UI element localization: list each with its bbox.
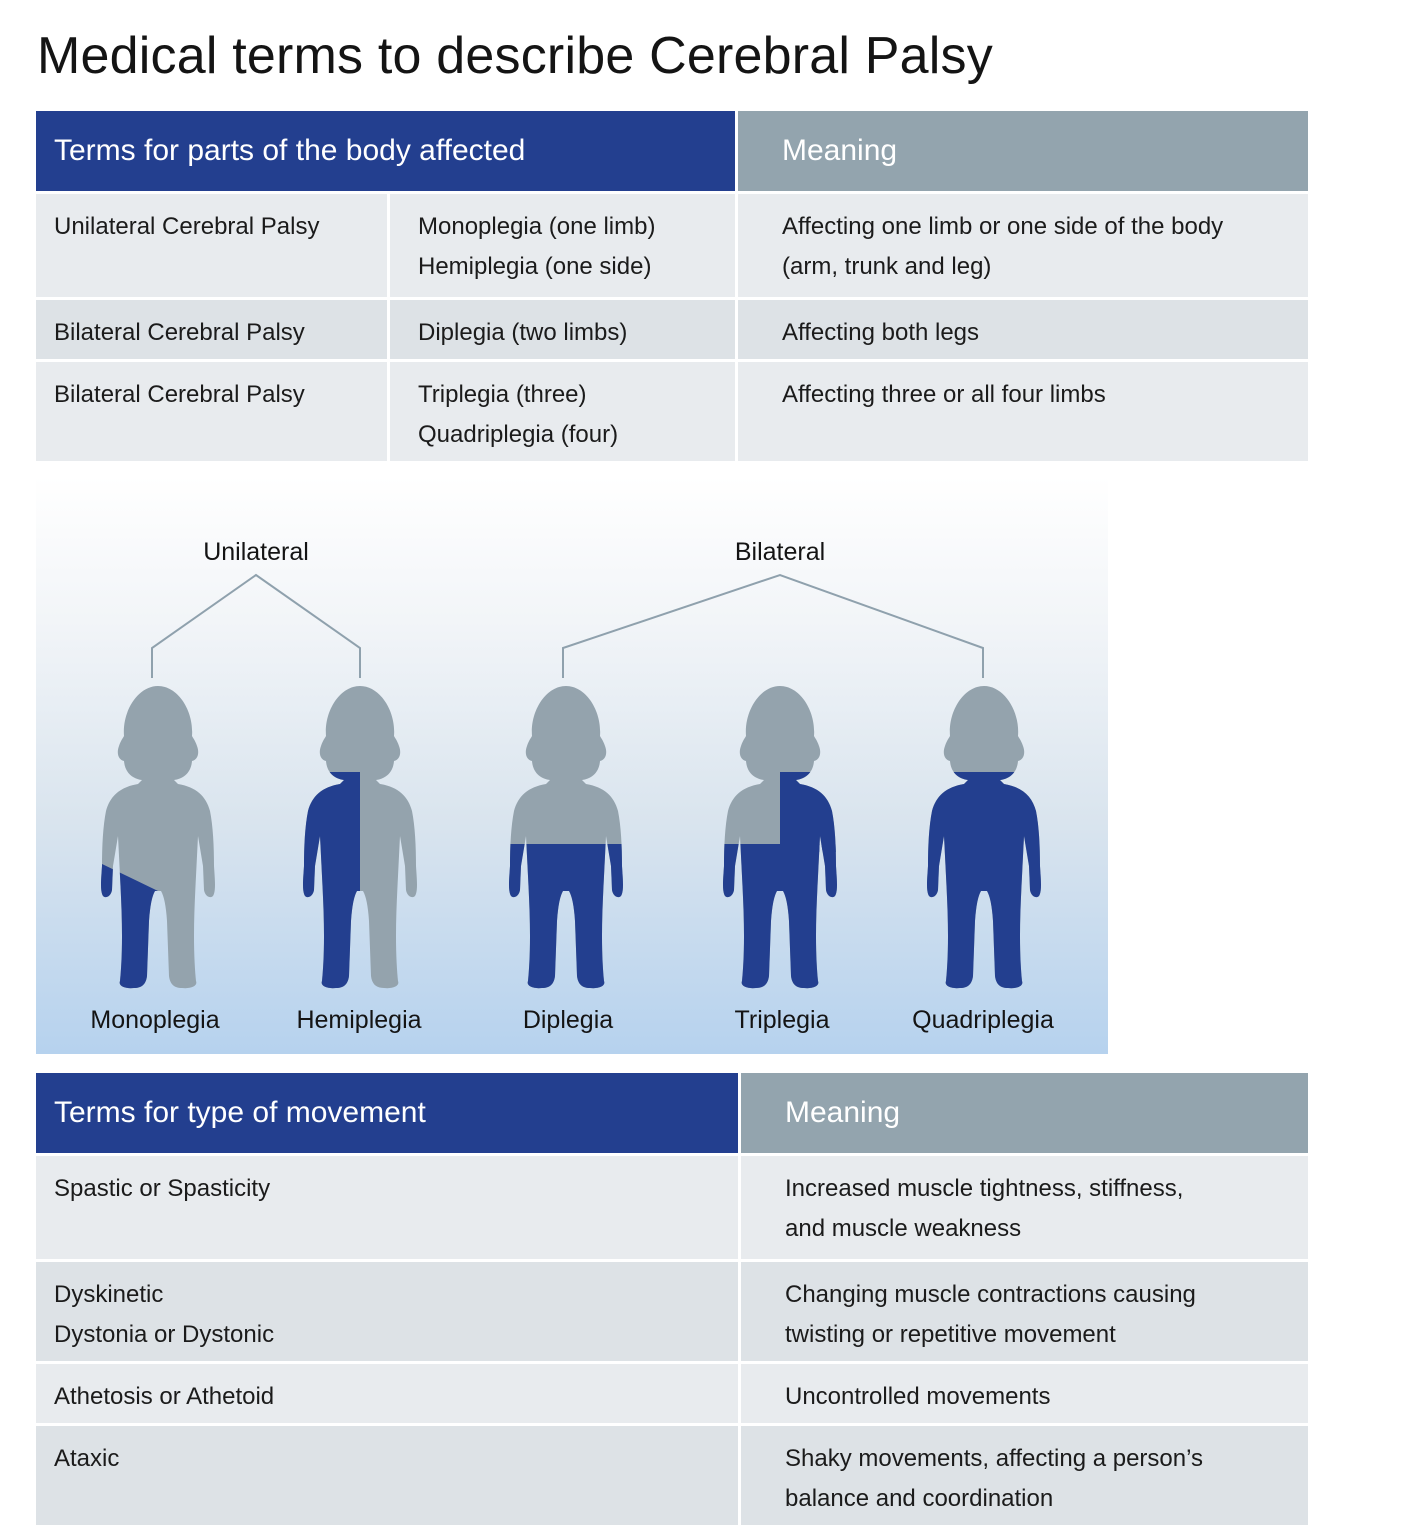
triplegia-figure [723,686,837,989]
cp-type-text: Unilateral Cerebral Palsy [54,213,320,240]
table-row: Ataxic Shaky movements, affecting a pers… [36,1426,1308,1525]
term-text: Quadriplegia (four) [418,421,619,448]
meaning-text: Affecting three or all four limbs [782,381,1106,408]
cp-type-cell: Unilateral Cerebral Palsy [36,194,387,297]
table-row: Bilateral Cerebral Palsy Diplegia (two l… [36,300,1308,359]
meaning-cell: Affecting both legs [738,300,1308,359]
movement-header-terms: Terms for type of movement [36,1073,738,1153]
meaning-cell: Affecting three or all four limbs [738,362,1308,461]
meaning-cell: Increased muscle tightness, stiffness, a… [741,1156,1308,1259]
figure-label-triplegia: Triplegia [734,1006,830,1034]
hemiplegia-figure [303,686,417,989]
movement-term-text: Ataxic [54,1445,120,1472]
meaning-text: Affecting one limb or one side of the bo… [782,213,1224,240]
quadriplegia-figure [927,686,1041,989]
body-figures-illustration: Unilateral Bilateral Monoplegia Hemipleg… [36,476,1108,1054]
meaning-cell: Shaky movements, affecting a person’s ba… [741,1426,1308,1525]
table-row: Spastic or Spasticity Increased muscle t… [36,1156,1308,1259]
figures-svg [101,573,1041,989]
table-row: Athetosis or Athetoid Uncontrolled movem… [36,1364,1308,1423]
terms-cell: Monoplegia (one limb) Hemiplegia (one si… [390,194,735,297]
terms-cell: Diplegia (two limbs) [390,300,735,359]
cp-type-text: Bilateral Cerebral Palsy [54,319,305,346]
diplegia-figure [509,686,623,989]
meaning-cell: Affecting one limb or one side of the bo… [738,194,1308,297]
body-parts-table-header: Terms for parts of the body affected Mea… [36,111,1308,191]
movement-term-cell: Spastic or Spasticity [36,1156,738,1259]
term-text: Triplegia (three) [418,381,587,408]
figure-label-quadriplegia: Quadriplegia [912,1006,1054,1034]
cp-type-text: Bilateral Cerebral Palsy [54,381,305,408]
movement-term-cell: Dyskinetic Dystonia or Dystonic [36,1262,738,1361]
movement-term-text: Spastic or Spasticity [54,1175,271,1202]
body-parts-header-terms: Terms for parts of the body affected [36,111,735,191]
unilateral-connector [151,573,361,678]
movement-term-text: Dyskinetic [54,1281,164,1308]
term-text: Monoplegia (one limb) [418,213,656,240]
page-title: Medical terms to describe Cerebral Palsy [37,27,993,85]
movement-term-cell: Ataxic [36,1426,738,1525]
meaning-text: twisting or repetitive movement [785,1321,1116,1348]
meaning-text: Changing muscle contractions causing [785,1281,1196,1308]
movement-header-meaning: Meaning [741,1073,1308,1153]
movement-term-text: Dystonia or Dystonic [54,1321,275,1348]
bilateral-connector [562,573,984,678]
body-parts-header-meaning: Meaning [738,111,1308,191]
table-row: Dyskinetic Dystonia or Dystonic Changing… [36,1262,1308,1361]
group-label-unilateral: Unilateral [203,538,309,566]
body-parts-table: Terms for parts of the body affected Mea… [36,111,1308,461]
meaning-text: balance and coordination [785,1485,1054,1512]
figure-label-monoplegia: Monoplegia [90,1006,220,1034]
meaning-cell: Changing muscle contractions causing twi… [741,1262,1308,1361]
table-row: Unilateral Cerebral Palsy Monoplegia (on… [36,194,1308,297]
meaning-text: Affecting both legs [782,319,980,346]
monoplegia-figure [101,686,215,989]
figure-label-diplegia: Diplegia [522,1006,614,1034]
meaning-text: Increased muscle tightness, stiffness, [785,1175,1184,1202]
meaning-text: Uncontrolled movements [785,1383,1051,1410]
connector-lines [151,573,984,678]
meaning-text: Shaky movements, affecting a person’s [785,1445,1204,1472]
cp-type-cell: Bilateral Cerebral Palsy [36,362,387,461]
movement-table: Terms for type of movement Meaning Spast… [36,1073,1308,1525]
movement-term-cell: Athetosis or Athetoid [36,1364,738,1423]
group-label-bilateral: Bilateral [734,538,826,566]
meaning-text: and muscle weakness [785,1215,1022,1242]
movement-table-header: Terms for type of movement Meaning [36,1073,1308,1153]
term-text: Diplegia (two limbs) [418,319,628,346]
term-text: Hemiplegia (one side) [418,253,652,280]
cp-type-cell: Bilateral Cerebral Palsy [36,300,387,359]
meaning-text: (arm, trunk and leg) [782,253,992,280]
meaning-cell: Uncontrolled movements [741,1364,1308,1423]
table-row: Bilateral Cerebral Palsy Triplegia (thre… [36,362,1308,461]
figure-label-hemiplegia: Hemiplegia [296,1006,422,1034]
movement-term-text: Athetosis or Athetoid [54,1383,275,1410]
terms-cell: Triplegia (three) Quadriplegia (four) [390,362,735,461]
